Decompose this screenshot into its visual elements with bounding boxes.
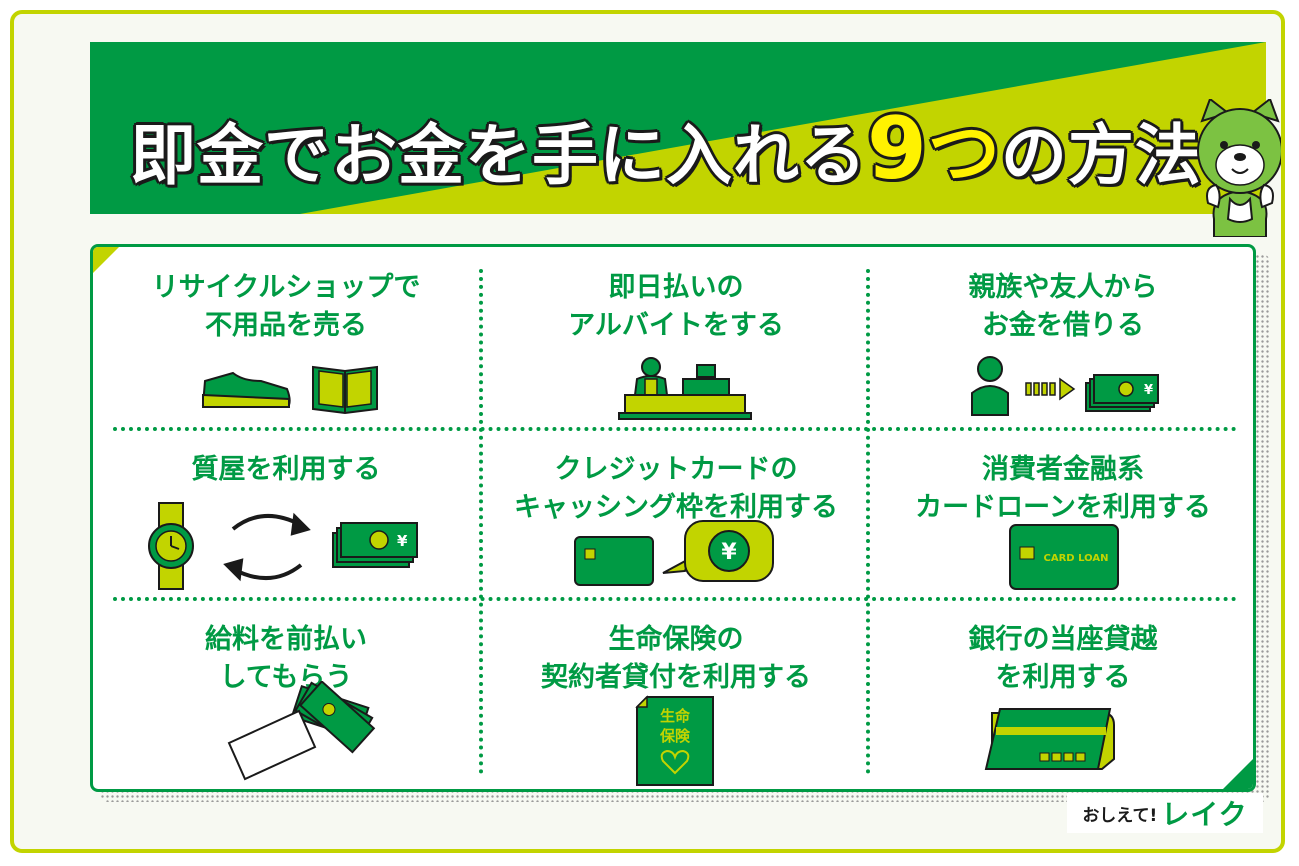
method-label: 消費者金融系カードローンを利用する [915,454,1211,523]
method-illustration: ¥ [971,356,1159,416]
banner-background [90,42,1266,214]
method-item: 質屋を利用する [93,429,479,599]
dog-mascot-icon [1197,99,1281,237]
method-item: リサイクルショップで不用品を売る [93,247,479,417]
grid-divider [866,269,870,774]
method-label: 給料を前払いしてもらう [205,624,367,693]
credit-card-icon [574,536,654,586]
panel-corner-accent [93,247,119,273]
envelope-cash-icon [227,681,376,781]
book-icon [312,365,378,415]
method-item: 即日払いのアルバイトをする [483,247,869,420]
exchange-arrows-icon [223,512,311,582]
method-label: 生命保険の契約者貸付を利用する [541,624,811,693]
title-part2: つ [927,111,1001,195]
insurance-document-icon: 生命 保険 [635,695,714,786]
svg-text:CARD LOAN: CARD LOAN [1044,553,1109,564]
method-label: 銀行の当座貸越を利用する [968,624,1158,693]
cashier-icon [618,357,752,420]
method-illustration: ¥ [148,502,418,590]
method-item: 消費者金融系カードローンを利用する CARD LOAN [870,429,1253,599]
method-illustration [618,357,752,420]
method-illustration: ¥ [574,520,774,586]
person-icon [971,356,1009,416]
panel-corner-accent [1223,759,1253,789]
method-label: 質屋を利用する [191,454,381,485]
method-illustration [227,681,376,781]
svg-text:¥: ¥ [397,532,408,550]
grid-divider [113,597,1237,601]
svg-text:¥: ¥ [1144,383,1153,398]
brand-name: レイク [1161,798,1248,831]
title-part3: の方法 [1000,117,1202,194]
method-item: 親族や友人からお金を借りる ¥ [870,247,1253,417]
title-part1: 即金でお金を手に入れる [130,117,867,194]
method-illustration [201,365,378,415]
method-label: 親族や友人からお金を借りる [968,272,1158,341]
brand-prefix: おしえて! [1082,805,1158,826]
methods-panel: リサイクルショップで不用品を売る 即日払いのアルバイトをする [90,244,1256,792]
method-illustration [984,708,1115,770]
method-label: 即日払いのアルバイトをする [568,272,784,341]
page-title: 即金でお金を手に入れる9つの方法 [130,94,1202,199]
method-item: 生命保険の契約者貸付を利用する 生命 保険 [483,599,869,786]
svg-text:生命: 生命 [660,707,691,725]
title-banner: 即金でお金を手に入れる9つの方法 [90,42,1266,214]
cash-icon: ¥ [1085,374,1159,412]
method-item: 銀行の当座貸越を利用する [870,599,1253,770]
svg-text:¥: ¥ [721,540,737,565]
bankbook-icon [984,708,1115,770]
arrow-icon [1025,377,1076,401]
method-illustration: 生命 保険 [635,695,714,786]
svg-text:保険: 保険 [659,727,691,745]
brand-logo: おしえて! レイク [1067,793,1263,833]
infographic-frame: 即金でお金を手に入れる9つの方法 リサイクルショップで不用品を売る [10,10,1285,853]
cash-icon: ¥ [332,522,418,568]
yen-coin-icon: ¥ [662,520,774,582]
title-number: 9 [867,99,928,199]
method-label: クレジットカードのキャッシング枠を利用する [514,454,838,523]
watch-icon [148,502,194,590]
method-illustration: CARD LOAN [1009,524,1119,590]
card-loan-icon: CARD LOAN [1009,524,1119,590]
method-item: 給料を前払いしてもらう [93,599,479,781]
grid-divider [479,269,483,774]
sneaker-icon [201,371,291,408]
grid-divider [113,427,1237,431]
method-item: クレジットカードのキャッシング枠を利用する ¥ [483,429,869,599]
method-label: リサイクルショップで不用品を売る [151,272,421,341]
